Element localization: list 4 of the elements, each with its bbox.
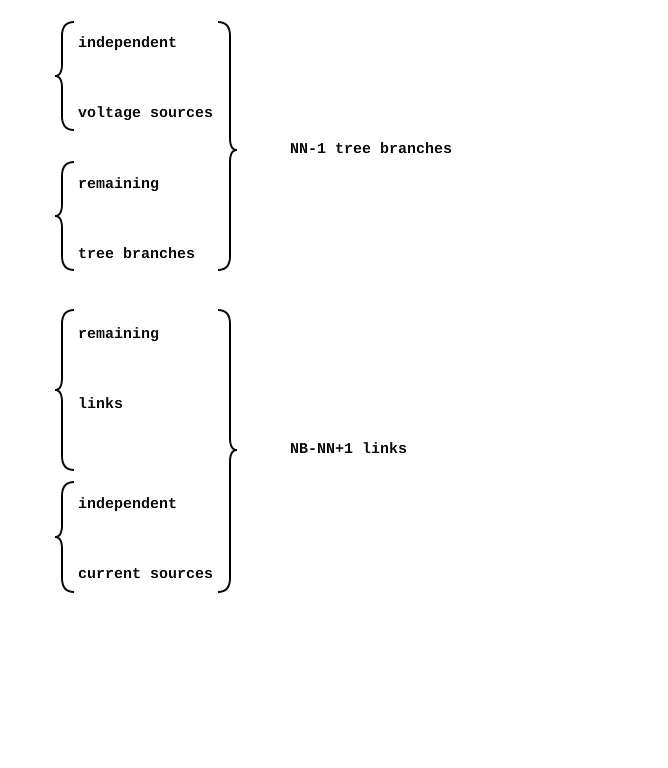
text-label: NB-NN+1 links — [290, 440, 408, 460]
text-label: independent current sources — [78, 495, 214, 585]
text-label: remaining links — [78, 325, 160, 415]
text-label: NN-1 tree branches — [290, 140, 454, 160]
